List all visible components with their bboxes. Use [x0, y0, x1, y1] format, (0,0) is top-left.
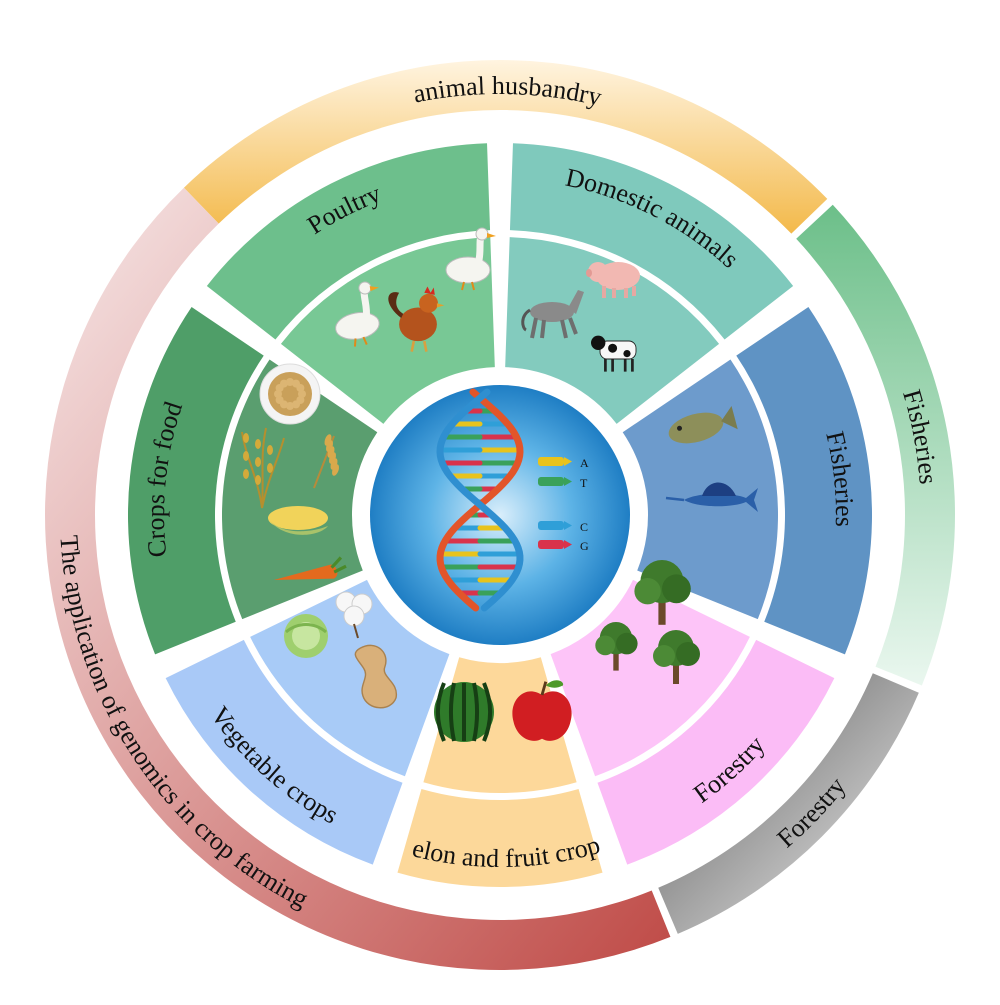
wheat-icon: [313, 434, 339, 489]
outer-segment-forest: [658, 673, 919, 934]
inner-segment-forestry: [550, 579, 750, 777]
cotton-icon: [335, 591, 373, 639]
middle-segment-food: [127, 306, 264, 655]
inner-segment-food: [221, 359, 378, 620]
base-label: C: [580, 520, 588, 534]
middle-segment-domestic: [509, 143, 794, 340]
tree-icon: [653, 630, 700, 684]
outer-segment-fish: [796, 204, 956, 686]
corn-icon: [268, 506, 328, 535]
base-pair-bar: [538, 457, 564, 466]
inner-segment-domestic: [505, 237, 720, 424]
base-pair-bar: [538, 540, 564, 549]
base-label: G: [580, 539, 589, 553]
rice-icon: [241, 427, 285, 509]
center-circle: [370, 385, 630, 645]
watermelon-icon: [434, 682, 494, 742]
base-label: T: [580, 476, 588, 490]
middle-segment-poultry: [206, 143, 491, 340]
flounder-icon: [668, 406, 738, 444]
middle-segment-fisheries: [736, 306, 872, 655]
base-pair-bar: [538, 521, 564, 530]
tree-icon: [595, 622, 638, 671]
sailfish-icon: [665, 482, 758, 512]
base-pair-bar: [538, 477, 564, 486]
outer-segment-animal: [183, 59, 828, 234]
cabbage-icon: [284, 614, 328, 658]
duck-icon: [445, 227, 496, 291]
dna-helix-icon: [436, 388, 524, 612]
rooster-icon: [388, 286, 445, 352]
pig-icon: [586, 262, 640, 298]
apple-icon: [512, 680, 572, 741]
carrot-icon: [273, 556, 347, 580]
peanut-icon: [354, 644, 397, 709]
tree-icon: [634, 560, 691, 625]
cow-icon: [591, 335, 637, 372]
base-label: A: [580, 456, 589, 470]
soybean-bowl-icon: [259, 363, 321, 425]
center-hub: AT CG: [370, 385, 630, 645]
horse-icon: [521, 290, 584, 339]
inner-ring: [221, 227, 778, 793]
inner-segment-fisheries: [622, 359, 778, 620]
inner-segment-poultry: [280, 237, 495, 424]
goose-icon: [335, 281, 380, 347]
middle-segment-forestry: [597, 639, 835, 865]
middle-segment-melon: [397, 788, 603, 887]
middle-segment-vegetable: [165, 639, 403, 865]
